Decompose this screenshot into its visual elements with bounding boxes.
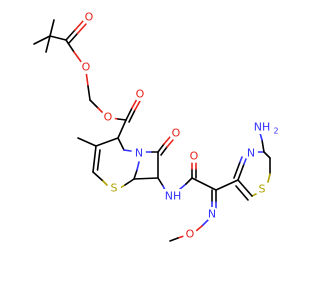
atom-label-n: N — [205, 207, 219, 221]
molecule-drawing: O O O O O N S NH O N O N — [33, 10, 279, 242]
bond — [87, 85, 91, 101]
bond — [261, 139, 265, 153]
bond — [263, 151, 271, 159]
bond — [117, 118, 127, 121]
bond — [243, 158, 247, 165]
bond — [128, 109, 136, 123]
atom-label-o: O — [82, 10, 96, 24]
bond — [74, 19, 85, 31]
bond — [131, 98, 138, 109]
bond — [92, 145, 97, 173]
amino-subscript: 2 — [273, 127, 278, 136]
bond — [89, 99, 99, 109]
atom-label-s: S — [107, 181, 121, 195]
bond — [125, 107, 133, 121]
bond — [157, 177, 164, 187]
oxygen-label: O — [136, 88, 145, 101]
tert-butyl-group — [33, 19, 67, 53]
bond — [124, 178, 135, 186]
nitrogen-label: N — [135, 147, 143, 160]
bond — [73, 51, 83, 64]
oxygen-label: O — [172, 127, 181, 140]
bond — [76, 23, 87, 35]
bond — [133, 177, 159, 180]
oxygen-label: O — [190, 150, 199, 163]
atom-label-nh: NH — [163, 189, 183, 203]
sulfur-label: S — [111, 182, 118, 195]
bond — [92, 171, 104, 182]
amino-label: NH — [254, 121, 271, 134]
bond — [259, 132, 263, 141]
bond — [95, 137, 119, 147]
bond — [160, 146, 168, 156]
bond — [237, 163, 245, 181]
atom-label-nh2: NH 2 — [250, 120, 279, 136]
bond — [201, 219, 209, 227]
structure-canvas: O O O O O N S NH O N O N — [33, 10, 279, 242]
bond — [117, 119, 127, 139]
bond — [267, 173, 271, 183]
atom-label-n: N — [244, 146, 258, 160]
bond — [33, 35, 51, 45]
bond — [134, 100, 141, 111]
bond — [163, 136, 171, 145]
bond — [65, 39, 75, 53]
bond — [233, 161, 241, 179]
oxygen-label: O — [186, 228, 195, 241]
oxygen-label: O — [85, 11, 94, 24]
sulfur-label: S — [259, 183, 266, 196]
bond — [239, 156, 243, 163]
aminothiazole-ring — [233, 151, 271, 201]
bond — [235, 185, 249, 201]
bond — [45, 35, 51, 53]
bond — [136, 161, 140, 171]
bond — [215, 179, 239, 191]
bond — [169, 237, 179, 242]
atom-label-o: O — [79, 60, 93, 74]
amide-nh-label: NH — [165, 190, 182, 203]
atom-label-s: S — [255, 182, 269, 196]
bond — [157, 143, 165, 153]
bond — [123, 149, 132, 152]
bond — [179, 183, 187, 190]
bond — [77, 137, 97, 147]
dihydrothiazine-ring — [92, 137, 140, 189]
nitrogen-label: N — [247, 147, 255, 160]
bond — [102, 180, 109, 187]
beta-lactam-ring — [133, 151, 159, 180]
nitrogen-label: N — [208, 208, 216, 221]
bond — [185, 177, 193, 185]
bond — [191, 177, 217, 191]
bond — [117, 137, 125, 151]
atom-label-o: O — [183, 227, 197, 241]
bond — [65, 29, 76, 41]
atom-label-n: N — [132, 146, 146, 160]
bond — [237, 179, 253, 197]
bond — [195, 225, 203, 232]
atom-label-o: O — [101, 110, 115, 124]
bond — [68, 32, 79, 44]
bond — [49, 19, 55, 37]
bond — [96, 149, 101, 171]
atom-label-o: O — [133, 87, 147, 101]
oxygen-label: O — [104, 111, 113, 124]
bond — [133, 169, 138, 180]
bond — [49, 35, 67, 41]
bond — [166, 139, 174, 148]
bond — [177, 235, 185, 239]
oxygen-label: O — [82, 61, 91, 74]
atom-label-o: O — [169, 126, 183, 140]
atom-label-o: O — [187, 149, 201, 163]
